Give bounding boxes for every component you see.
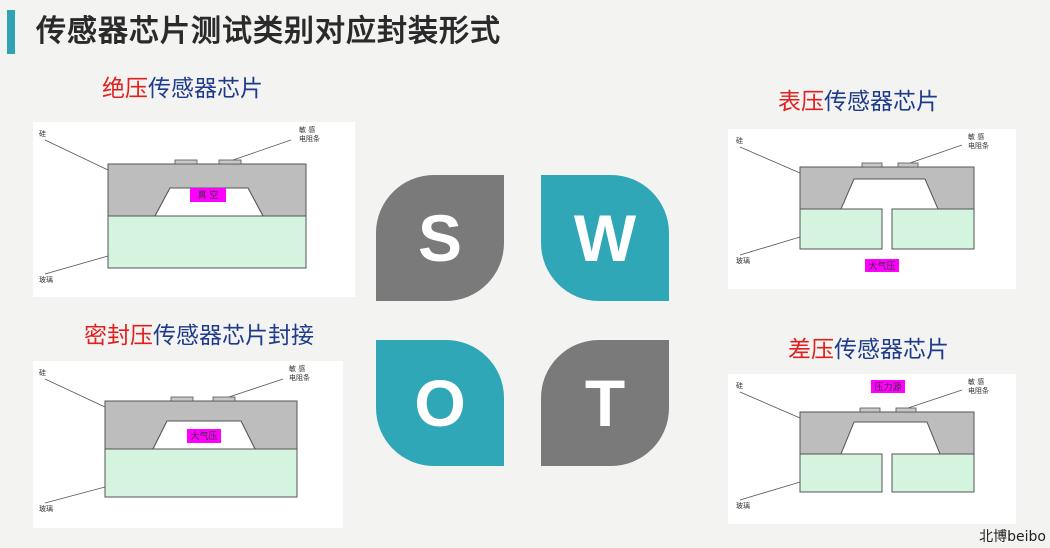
caption-differential-key: 差压 (788, 337, 834, 363)
swot-w-letter: W (573, 201, 637, 275)
vacuum-label-bg (190, 188, 226, 202)
swot-t-letter: T (584, 366, 626, 440)
differential-pressure-diagram: 压力源 硅 玻璃 敏 感 电阻条 (728, 374, 1016, 524)
glass-label: 玻璃 (39, 275, 53, 284)
resistor-strip (861, 162, 883, 168)
caption-sealed: 密封压传感器芯片封接 (84, 321, 314, 351)
resistor-strip-label: 电阻条 (289, 373, 310, 382)
resistor-strip (170, 396, 194, 402)
resistor-strip (895, 407, 917, 413)
title-accent-bar (7, 10, 15, 54)
swot-o-petal: O (376, 340, 504, 466)
sensitive-label: 敏 感 (289, 364, 305, 373)
sensitive-label: 敏 感 (299, 125, 315, 134)
glass-base (107, 215, 307, 269)
glass-label: 玻璃 (39, 504, 53, 513)
glass-base-right (891, 208, 975, 250)
caption-sealed-rest: 传感器芯片封接 (153, 323, 314, 349)
resistor-strip-label: 电阻条 (299, 134, 320, 143)
caption-gauge-key: 表压 (778, 89, 824, 115)
caption-absolute-rest: 传感器芯片 (148, 76, 263, 102)
sensitive-label: 敏 感 (968, 377, 984, 386)
caption-differential-rest: 传感器芯片 (834, 337, 949, 363)
glass-base-right (891, 453, 975, 493)
watermark: 北博beibo (979, 529, 1046, 545)
caption-sealed-key: 密封压 (84, 323, 153, 349)
silicon-label: 硅 (736, 381, 743, 390)
caption-gauge-rest: 传感器芯片 (824, 89, 939, 115)
resistor-strip-label: 电阻条 (968, 141, 989, 150)
glass-base (104, 448, 298, 498)
glass-base-left (799, 453, 883, 493)
caption-absolute-key: 绝压 (102, 76, 148, 102)
silicon-label: 硅 (39, 129, 46, 138)
resistor-strip (218, 159, 242, 165)
silicon-die (799, 411, 975, 455)
resistor-strip-label: 电阻条 (968, 386, 989, 395)
caption-gauge: 表压传感器芯片 (778, 87, 939, 117)
atmosphere-label-bg (865, 259, 899, 272)
sealed-pressure-diagram: 大气压 硅 玻璃 敏 感 电阻条 (33, 361, 343, 528)
gauge-pressure-diagram: 大气压 硅 玻璃 敏 感 电阻条 (728, 129, 1016, 289)
silicon-die (799, 166, 975, 210)
pressure-source-label: 压力源 (874, 381, 901, 393)
swot-o-letter: O (414, 366, 466, 440)
resistor-strip (174, 159, 198, 165)
atmosphere-label: 大气压 (190, 430, 217, 442)
swot-t-petal: T (541, 340, 669, 466)
page-title: 传感器芯片测试类别对应封装形式 (36, 14, 501, 49)
resistor-strip (859, 407, 881, 413)
caption-differential: 差压传感器芯片 (788, 335, 949, 365)
resistor-strip (212, 396, 236, 402)
resistor-strip (897, 162, 919, 168)
swot-s-petal: S (376, 175, 504, 301)
atmosphere-label-bg (187, 429, 221, 443)
atmosphere-label: 大气压 (868, 260, 895, 272)
glass-base-left (799, 208, 883, 250)
pressure-source-label-bg (871, 380, 905, 393)
swot-w-petal: W (541, 175, 669, 301)
caption-absolute: 绝压传感器芯片 (102, 74, 263, 104)
glass-label: 玻璃 (736, 501, 750, 510)
vacuum-label: 真 空 (198, 189, 219, 201)
absolute-pressure-diagram: 真 空 硅 玻璃 敏 感 电阻条 (33, 122, 355, 297)
glass-label: 玻璃 (736, 256, 750, 265)
silicon-label: 硅 (39, 368, 46, 377)
silicon-label: 硅 (736, 136, 743, 145)
sensitive-label: 敏 感 (968, 132, 984, 141)
swot-s-letter: S (417, 201, 463, 275)
